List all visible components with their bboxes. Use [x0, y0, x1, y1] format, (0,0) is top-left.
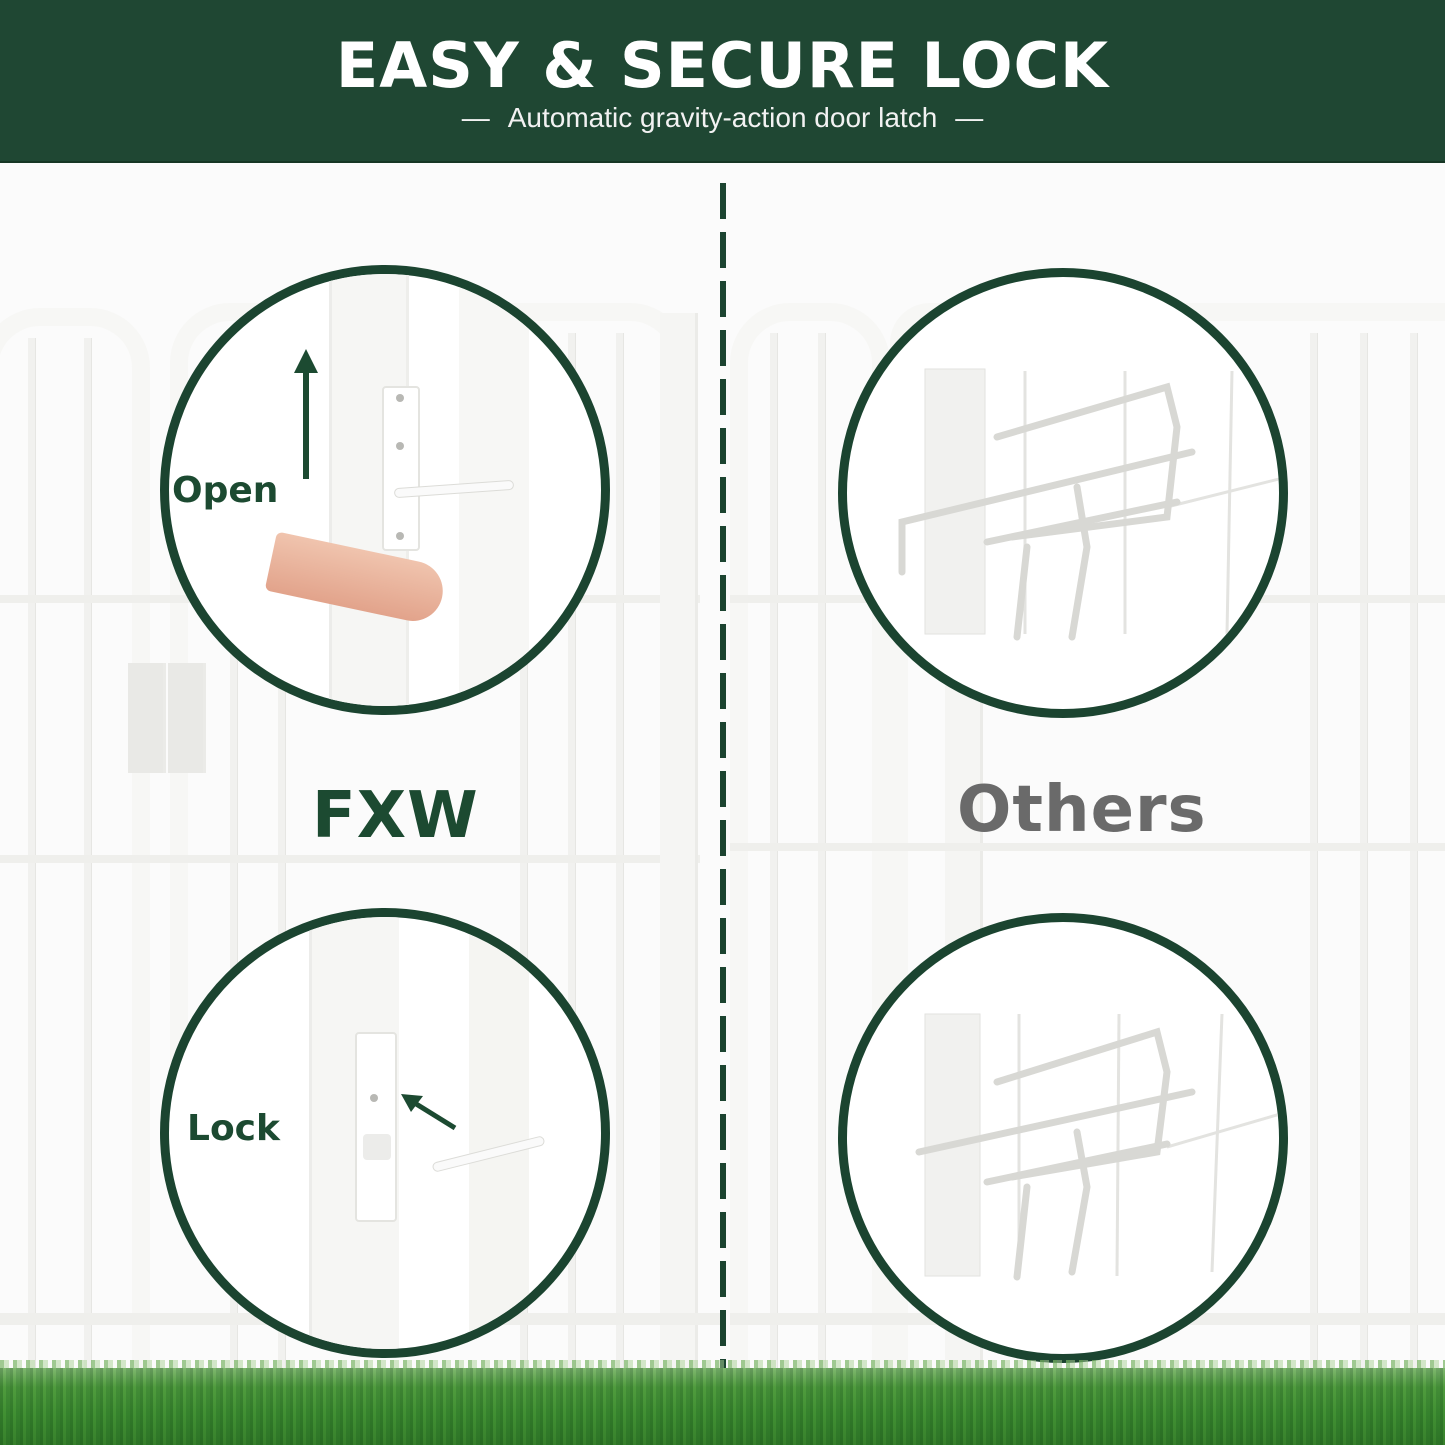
fxw-open-panel: Open — [160, 265, 610, 715]
page-subtitle: — Automatic gravity-action door latch — — [0, 100, 1445, 136]
latch-bracket — [382, 386, 420, 551]
arrow-up-left-icon — [401, 1094, 457, 1131]
subtitle-text: Automatic gravity-action door latch — [507, 102, 938, 133]
comparison-scene: Open Lock — [0, 163, 1445, 1445]
fence-bar — [520, 333, 528, 1368]
screw-hole — [396, 394, 404, 402]
brand-label-others: Others — [957, 773, 1207, 847]
arrow-up-icon — [294, 349, 318, 479]
fence-bar — [230, 333, 238, 1368]
screw-hole — [396, 532, 404, 540]
subtitle-dash-left: — — [461, 102, 490, 133]
page-title: EASY & SECURE LOCK — [335, 29, 1110, 102]
fence-bar — [84, 338, 92, 1368]
header-banner: EASY & SECURE LOCK — Automatic gravity-ac… — [0, 0, 1445, 163]
fence-bar — [28, 338, 36, 1368]
fence-post — [660, 313, 698, 1373]
fxw-lock-panel: Lock — [160, 908, 610, 1358]
fence-rail — [730, 843, 1445, 851]
fence-bar — [568, 333, 576, 1368]
fence-bar — [616, 333, 624, 1368]
latch-bracket — [355, 1032, 397, 1222]
fence-bar — [278, 333, 286, 1368]
fence-hinge-post — [168, 663, 206, 773]
latch-slot — [363, 1134, 391, 1160]
fence-hinge-post — [128, 663, 166, 773]
subtitle-dash-right: — — [955, 102, 984, 133]
gate-post — [469, 917, 529, 1349]
wire-latch-illustration — [898, 368, 1279, 641]
others-latch-panel-2 — [838, 913, 1288, 1363]
brand-label-fxw: FXW — [312, 779, 479, 853]
lock-label: Lock — [187, 1108, 280, 1149]
fence-rail — [0, 855, 700, 863]
wire-latch-illustration — [915, 1013, 1279, 1281]
open-label: Open — [172, 470, 279, 511]
others-latch-panel-1 — [838, 268, 1288, 718]
dashed-divider — [720, 183, 726, 1423]
grass-ground — [0, 1368, 1445, 1445]
screw-hole — [370, 1094, 378, 1102]
screw-hole — [396, 442, 404, 450]
